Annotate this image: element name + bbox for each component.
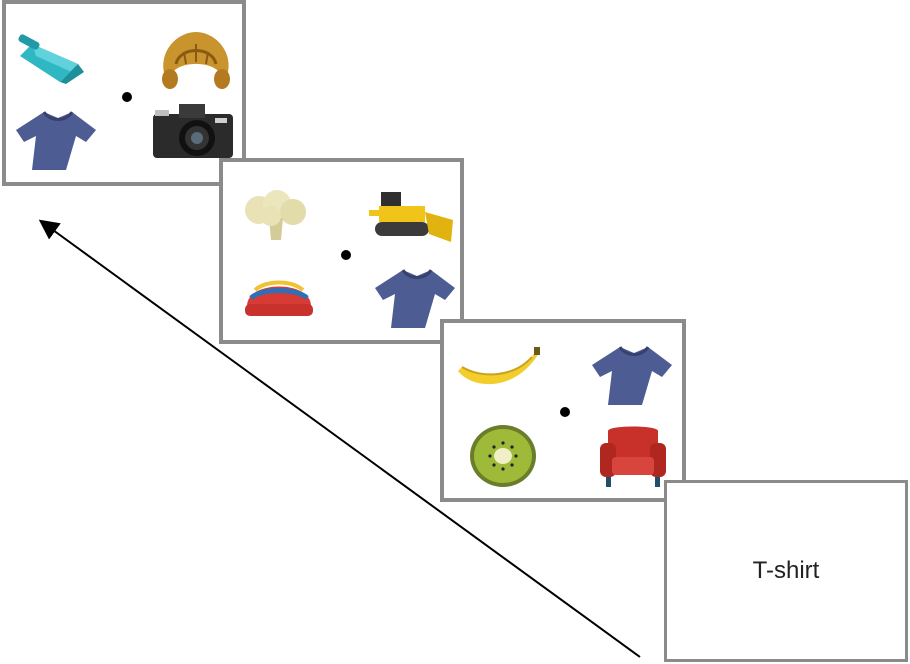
tshirt-icon [14, 108, 98, 174]
camera-icon [151, 100, 235, 162]
trial-panel-2 [219, 158, 464, 344]
trial-panel-1 [2, 0, 246, 186]
fixation-dot [122, 92, 132, 102]
bulldozer-icon [367, 186, 455, 246]
fixation-dot [341, 250, 351, 260]
fixation-dot [560, 407, 570, 417]
target-word-panel: T-shirt [664, 480, 908, 662]
wool-hat-icon [243, 272, 315, 318]
cauliflower-icon [243, 190, 309, 244]
banana-icon [454, 347, 546, 397]
tshirt-icon [590, 343, 674, 409]
armchair-icon [598, 423, 668, 489]
trial-panel-3 [440, 319, 686, 502]
croissant-icon [156, 24, 236, 94]
kiwi-icon [468, 423, 538, 489]
target-word: T-shirt [752, 557, 820, 584]
tshirt-icon [373, 266, 457, 332]
dustpan-icon [18, 34, 93, 84]
